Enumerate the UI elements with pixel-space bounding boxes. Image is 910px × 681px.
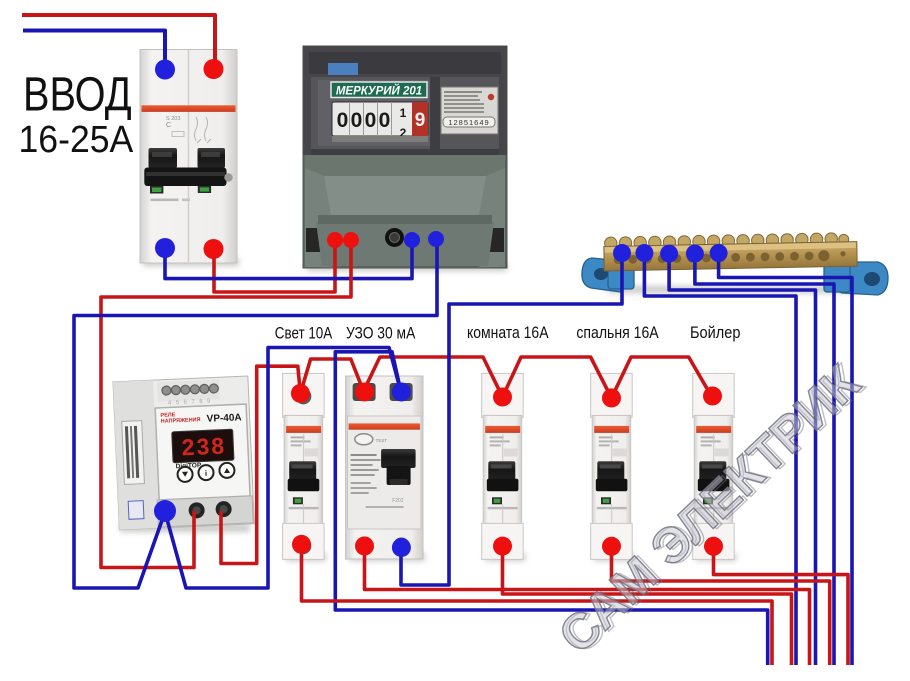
svg-text:456789: 456789 [168, 398, 215, 406]
svg-text:S 203: S 203 [166, 116, 180, 122]
svg-text:0: 0 [351, 109, 363, 132]
svg-text:ВВОД: ВВОД [23, 69, 132, 122]
svg-text:НАПРЯЖЕНИЯ: НАПРЯЖЕНИЯ [161, 417, 201, 425]
svg-text:i: i [205, 469, 208, 478]
svg-text:12851649: 12851649 [448, 118, 489, 127]
svg-text:1: 1 [400, 106, 407, 120]
svg-text:спальня 16А: спальня 16А [576, 324, 658, 342]
svg-text:F202: F202 [392, 498, 404, 504]
svg-text:УЗО 30 мА: УЗО 30 мА [346, 325, 415, 343]
svg-text:0: 0 [365, 109, 377, 132]
svg-text:Свет 10А: Свет 10А [275, 325, 332, 343]
svg-text:TEST: TEST [376, 438, 388, 443]
svg-text:0: 0 [379, 109, 391, 132]
svg-text:16-25А: 16-25А [19, 119, 134, 161]
svg-text:C: C [166, 122, 171, 129]
svg-text:РЕЛЕ: РЕЛЕ [160, 412, 175, 419]
svg-text:комната 16А: комната 16А [467, 324, 549, 342]
svg-text:МЕРКУРИЙ 201: МЕРКУРИЙ 201 [336, 85, 422, 98]
svg-text:Бойлер: Бойлер [690, 324, 740, 342]
svg-text:9: 9 [415, 110, 426, 131]
svg-text:2: 2 [400, 126, 407, 140]
svg-text:VP-40A: VP-40A [206, 412, 241, 425]
svg-text:DigiTOP: DigiTOP [176, 462, 202, 470]
svg-text:0: 0 [337, 109, 349, 132]
svg-text:238: 238 [181, 433, 226, 461]
